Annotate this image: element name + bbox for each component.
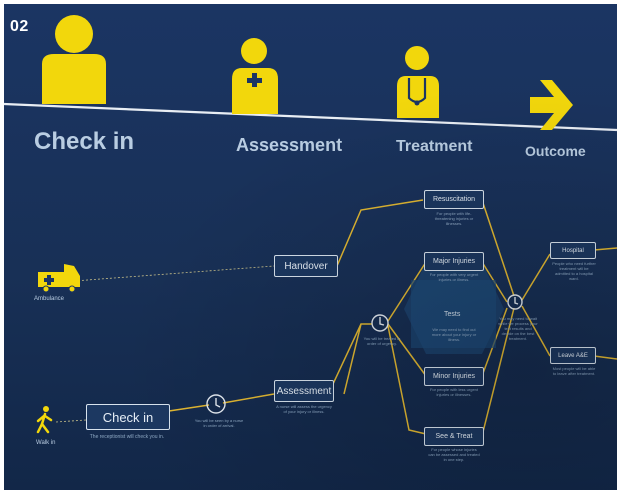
tests-note: We may need to find out more about your … <box>431 327 477 342</box>
hospital-box: Hospital <box>550 242 596 259</box>
see-treat-note: For people whose injuries can be assesse… <box>428 447 480 462</box>
arrow-right-icon <box>530 80 573 130</box>
may-need-note: You may need to wait while we process yo… <box>498 316 538 341</box>
figure-badge: 02 <box>10 18 29 35</box>
stage-check-in: Check in <box>34 128 135 155</box>
resuscitation-box: Resuscitation <box>424 190 484 209</box>
urgency-note: You will be treated in order of urgency. <box>363 336 401 346</box>
leave-ae-box: Leave A&E <box>550 347 596 364</box>
ambulance-icon <box>38 264 80 293</box>
walking-person-icon <box>36 406 53 434</box>
pathway-lines <box>168 199 617 437</box>
person-icon <box>42 15 106 104</box>
ambulance-label: Ambulance <box>34 296 65 302</box>
assessment-box: Assessment <box>274 380 334 402</box>
ae-journey-photo: 02 Check in Assessment Treatment Outcome… <box>4 4 617 490</box>
assessment-note: A nurse will assess the urgency of your … <box>276 404 332 414</box>
clock-icon <box>507 294 523 310</box>
see-treat-box: See & Treat <box>424 427 484 446</box>
stage-treatment: Treatment <box>396 138 473 155</box>
tests-label: Tests <box>444 311 461 318</box>
stage-outcome: Outcome <box>525 143 586 159</box>
major-note: For people with very urgent injuries or … <box>429 272 479 282</box>
check-in-box: Check in <box>86 404 170 430</box>
leave-note: Most people will be able to leave after … <box>552 366 596 376</box>
flow-lines <box>4 15 617 437</box>
clock-icon <box>371 314 389 332</box>
minor-note: For people with less urgent injuries or … <box>429 387 479 397</box>
doctor-icon <box>397 46 439 118</box>
nurse-icon <box>232 38 278 114</box>
resus-note: For people with life-threatening injurie… <box>434 211 474 226</box>
checkin-note: The receptionist will check you in. <box>89 434 165 440</box>
minor-injuries-box: Minor Injuries <box>424 367 484 386</box>
handover-box: Handover <box>274 255 338 277</box>
major-injuries-box: Major Injuries <box>424 252 484 271</box>
hospital-note: People who need further treatment will b… <box>552 261 596 281</box>
walk-in-label: Walk in <box>36 440 56 446</box>
header-divider <box>4 102 617 132</box>
clock-icon <box>206 394 226 414</box>
nurse-seen-note: You will be seen by a nurse in order of … <box>194 418 244 428</box>
stage-assessment: Assessment <box>236 135 343 155</box>
